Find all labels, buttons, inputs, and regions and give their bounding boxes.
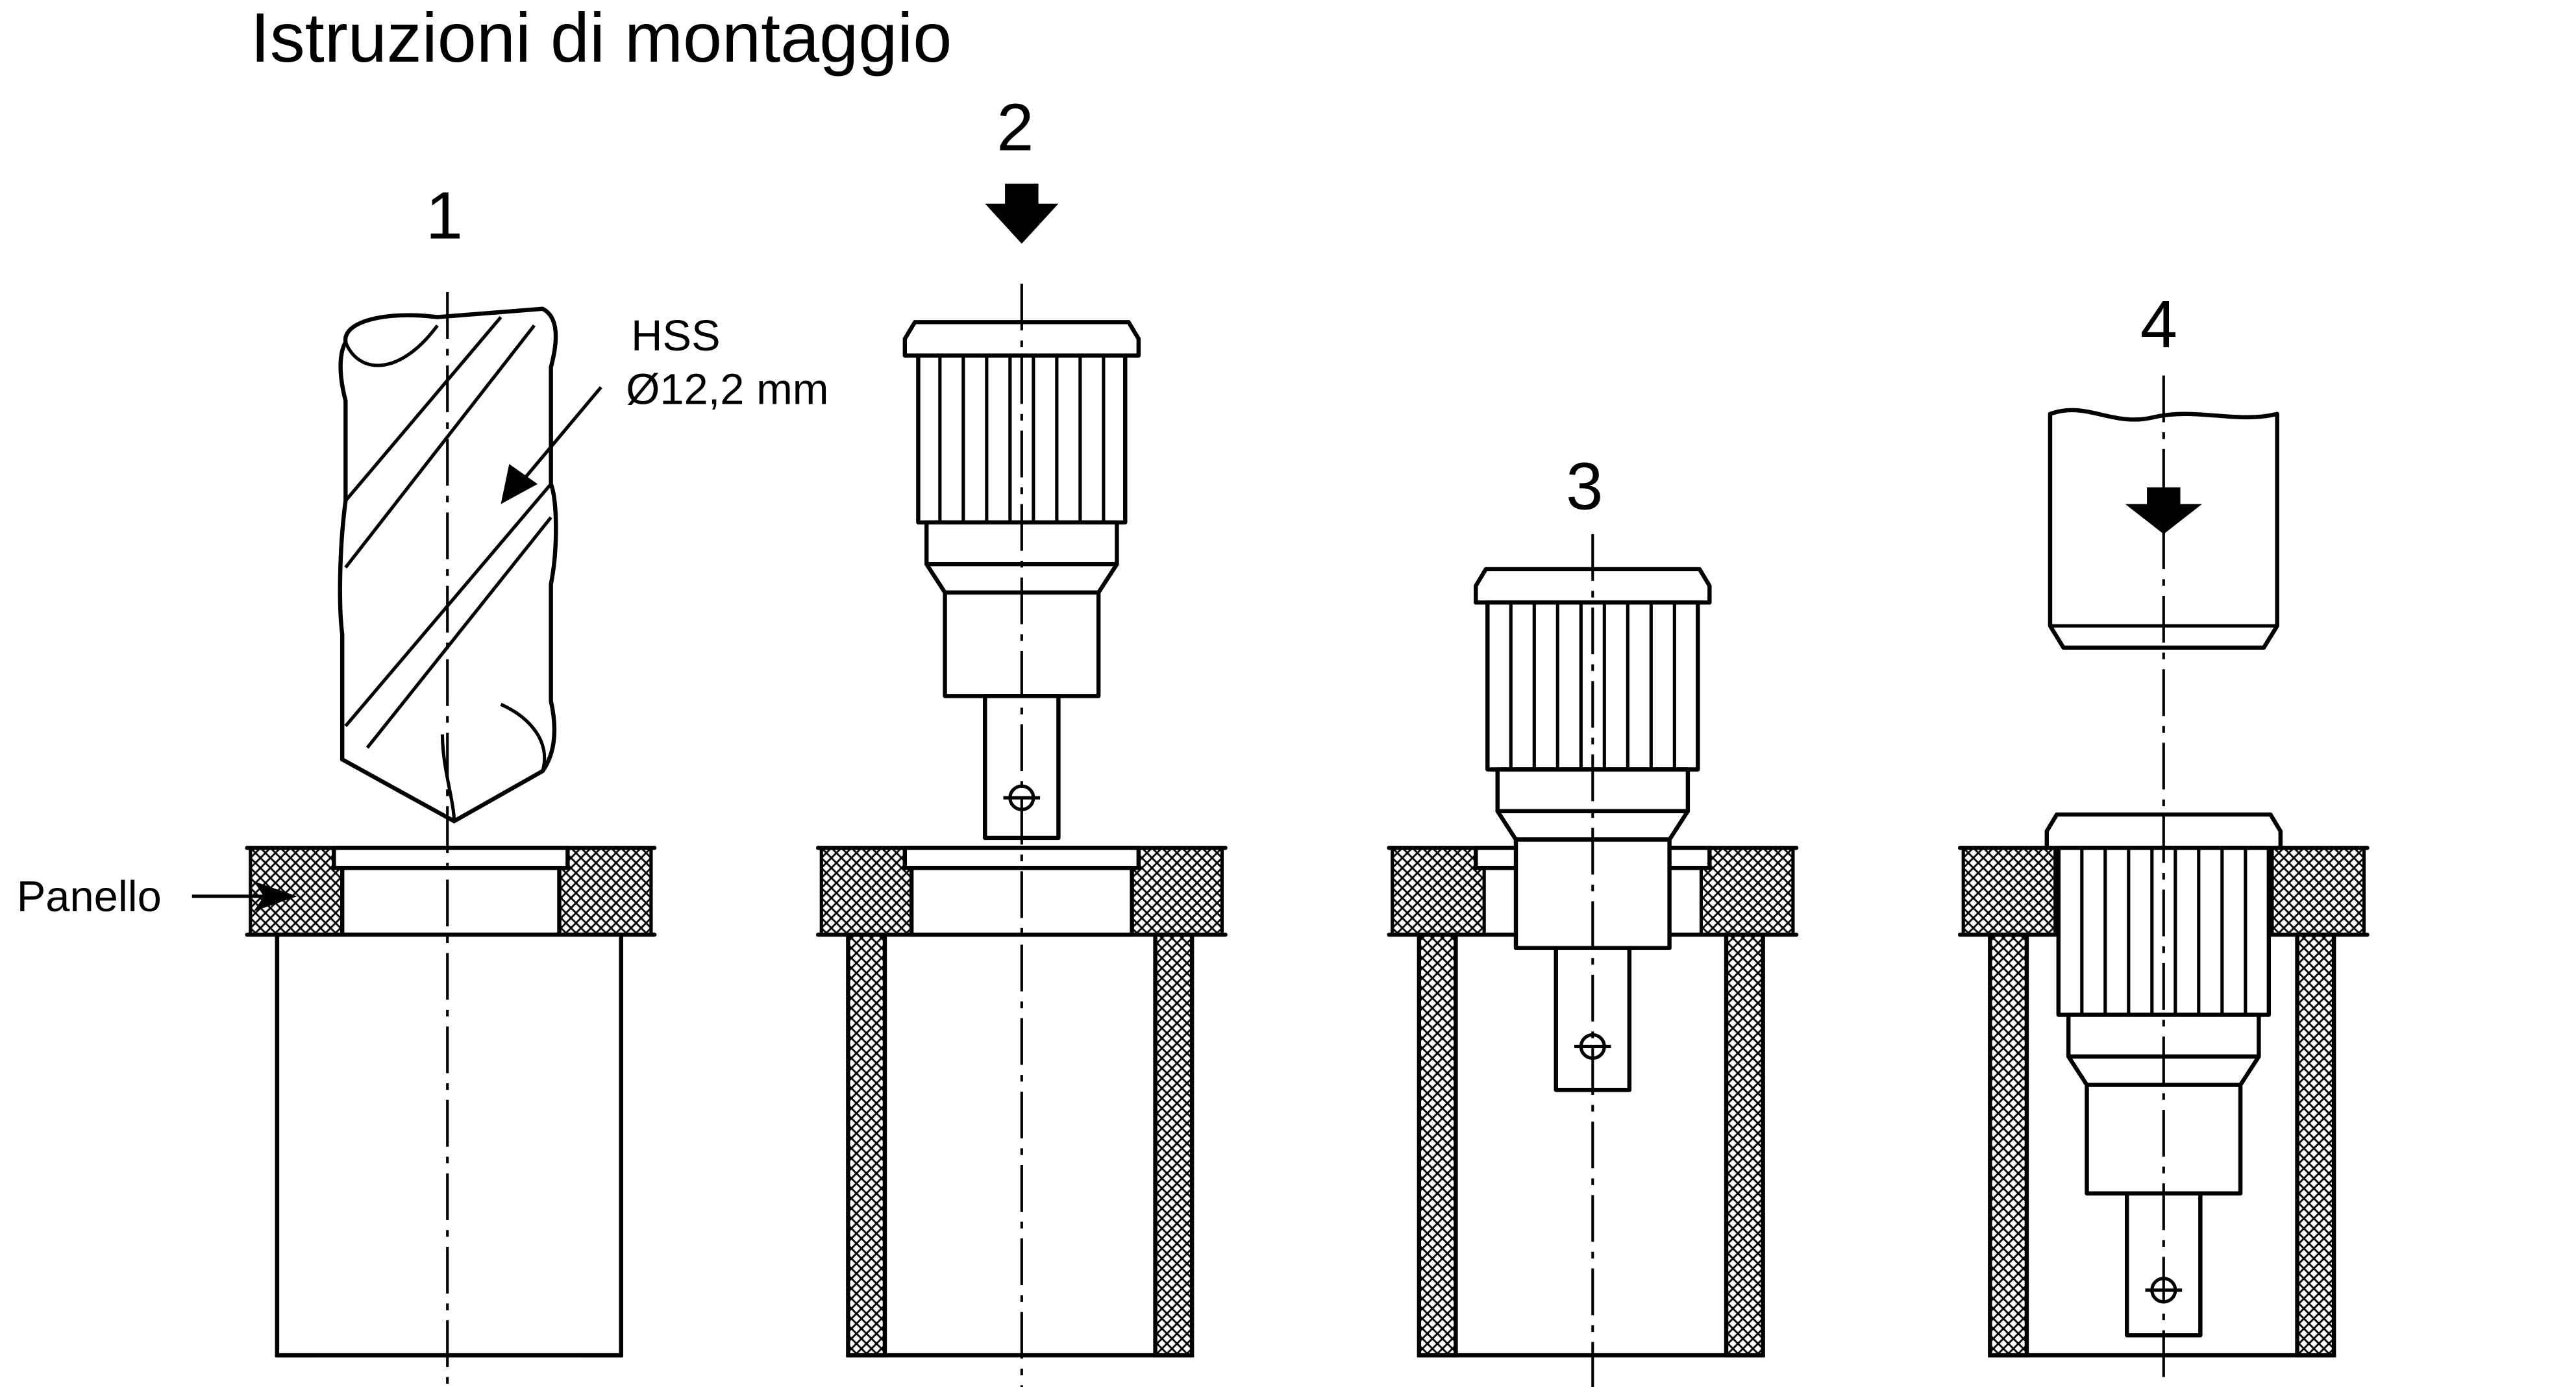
drill-bit-icon <box>338 306 558 824</box>
step-number-4: 4 <box>2140 287 2177 362</box>
step-1: 1 HSS Ø12,2 mm Panello <box>17 178 828 1387</box>
arrow-icon <box>253 881 297 912</box>
drill-material-label: HSS <box>631 312 720 360</box>
step-3: 3 <box>1389 448 1796 1387</box>
step-2: 2 <box>818 90 1225 1387</box>
panel-label: Panello <box>17 872 162 921</box>
step-number-1: 1 <box>426 178 463 253</box>
step-number-2: 2 <box>997 90 1034 164</box>
drill-diameter-label: Ø12,2 mm <box>626 365 828 413</box>
arrow-icon <box>501 463 538 504</box>
page-title: Istruzioni di montaggio <box>251 0 952 77</box>
step-number-3: 3 <box>1566 448 1603 523</box>
step-4: 4 <box>1960 287 2367 1387</box>
down-arrow-icon <box>985 203 1059 244</box>
